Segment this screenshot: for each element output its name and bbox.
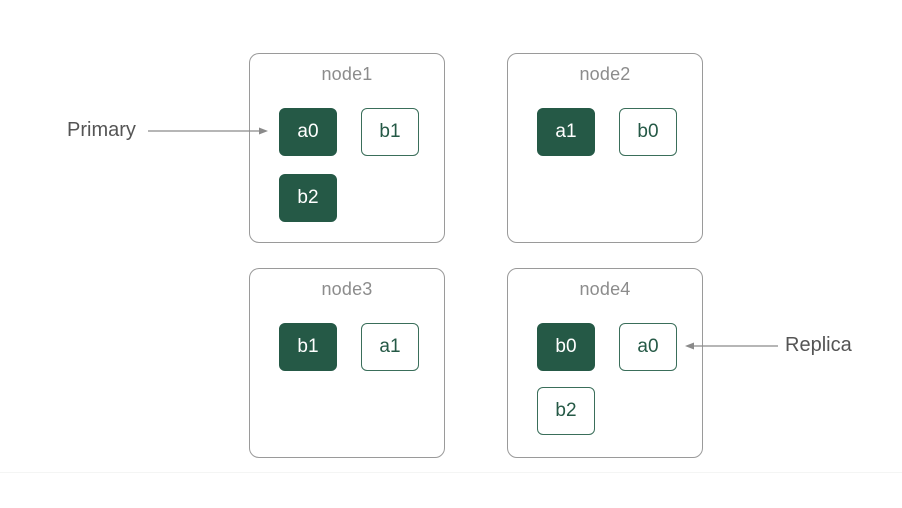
- node-box-node2: node2 a1 b0: [507, 53, 703, 243]
- shard-replica: a1: [361, 323, 419, 371]
- node-box-node1: node1 a0 b1 b2: [249, 53, 445, 243]
- node-title: node1: [321, 64, 373, 84]
- shard-primary: a0: [279, 108, 337, 156]
- bottom-band: [0, 472, 902, 508]
- shard-primary: b0: [537, 323, 595, 371]
- shard-replica: b2: [537, 387, 595, 435]
- replica-label: Replica: [785, 334, 852, 356]
- primary-arrow: [148, 127, 268, 135]
- shard-replica: b0: [619, 108, 677, 156]
- shard-replica: a0: [619, 323, 677, 371]
- shard-primary: b1: [279, 323, 337, 371]
- node-box-node3: node3 b1 a1: [249, 268, 445, 458]
- node-title: node3: [321, 279, 373, 299]
- node-title: node2: [579, 64, 631, 84]
- shard-primary: a1: [537, 108, 595, 156]
- shard-primary: b2: [279, 174, 337, 222]
- primary-label: Primary: [67, 119, 136, 141]
- replica-arrow: [685, 342, 778, 350]
- shard-replica: b1: [361, 108, 419, 156]
- node-box-node4: node4 b0 a0 b2: [507, 268, 703, 458]
- node-title: node4: [579, 279, 631, 299]
